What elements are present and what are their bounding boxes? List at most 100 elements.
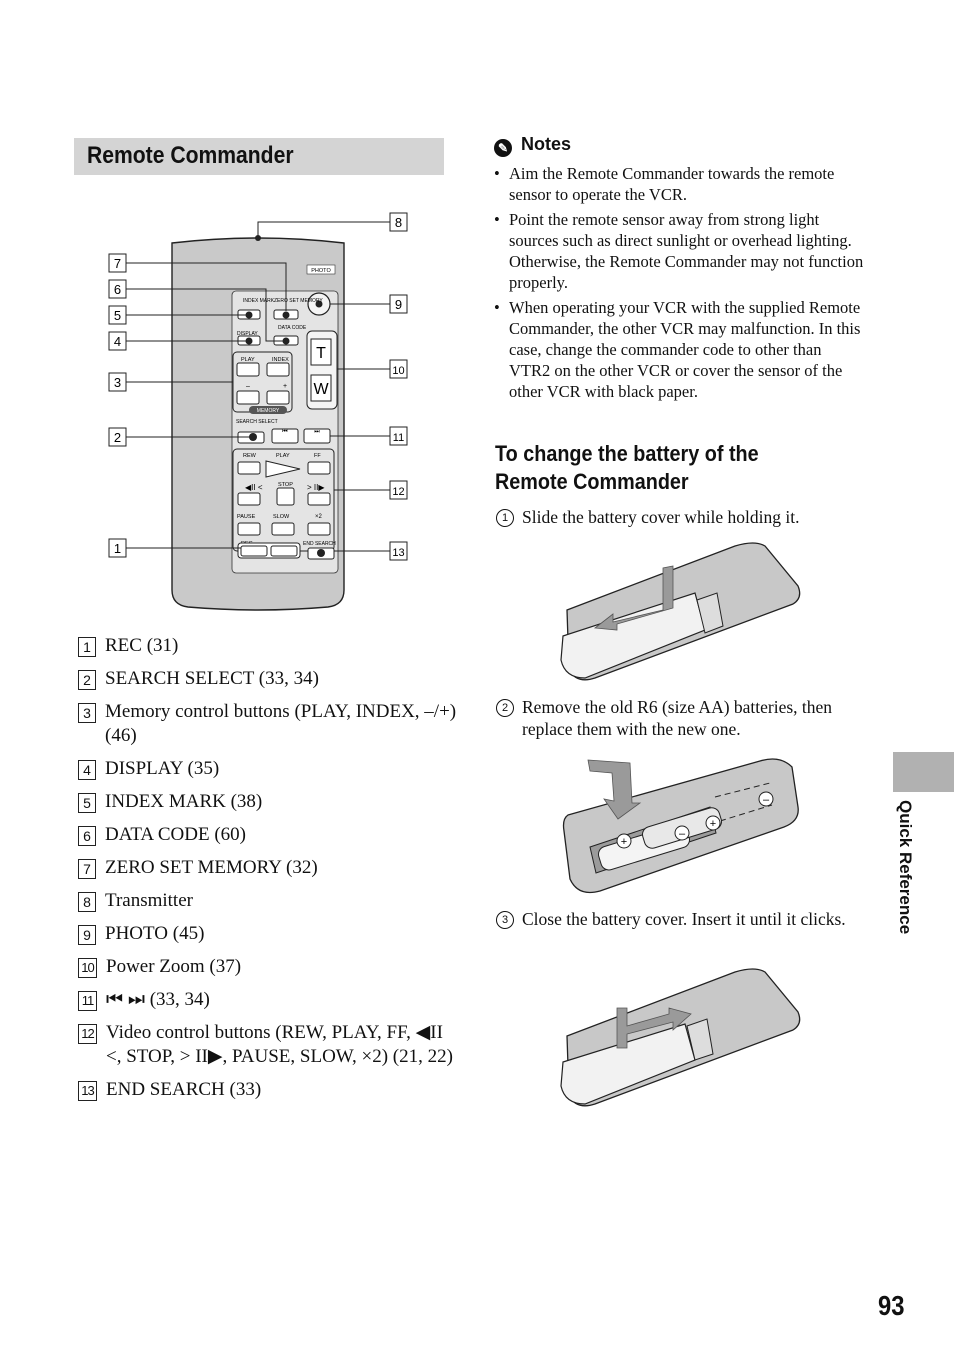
section-header: Remote Commander (74, 138, 444, 175)
callout-11: 11 (393, 432, 404, 444)
end-search-label: END SEARCH (303, 541, 336, 547)
callout-3: 3 (114, 375, 121, 390)
legend-item: 1 REC (31) (78, 634, 458, 658)
rew-button (237, 461, 261, 475)
svg-text:◀II <: ◀II < (245, 483, 263, 492)
notes-icon: ✎ (494, 139, 512, 157)
ff-button (307, 461, 331, 475)
play-button (265, 460, 301, 478)
page-number: 93 (878, 1290, 905, 1321)
memory-plus-button (266, 390, 290, 405)
zoom-t-label: T (316, 345, 326, 362)
minus-label: – (246, 383, 250, 390)
data-code-label: DATA CODE (278, 325, 307, 331)
callout-6: 6 (114, 282, 121, 297)
svg-text:> II▶: > II▶ (307, 483, 325, 492)
section-title: Remote Commander (87, 142, 294, 169)
pause-button (237, 522, 261, 536)
legend-text: ZERO SET MEMORY (32) (105, 857, 318, 878)
slow-button (271, 522, 295, 536)
side-tab-marker (893, 752, 954, 792)
callout-1: 1 (114, 541, 121, 556)
svg-text:+: + (621, 836, 627, 848)
step-text: Remove the old R6 (size AA) batteries, t… (522, 697, 833, 739)
battery-step-3-illustration (560, 968, 801, 1107)
legend-text: DATA CODE (60) (105, 824, 246, 845)
play-label: PLAY (241, 357, 255, 363)
step-number: 1 (496, 509, 514, 527)
svg-text:+: + (710, 818, 716, 830)
slow-label: SLOW (273, 514, 290, 520)
step-text: Slide the battery cover while holding it… (522, 507, 800, 527)
legend-text: ⏮ ⏭ (33, 34) (106, 989, 210, 1010)
memory-play-button (236, 362, 260, 377)
legend-item: 5 INDEX MARK (38) (78, 790, 458, 814)
notes-list: Aim the Remote Commander towards the rem… (494, 163, 866, 406)
legend-item: 11 ⏮ ⏭ (33, 34) (78, 988, 458, 1012)
callout-9: 9 (395, 297, 402, 312)
battery-heading: To change the battery of the Remote Comm… (495, 441, 759, 494)
notes-title: Notes (521, 134, 572, 154)
note-item: Point the remote sensor away from strong… (494, 209, 866, 293)
callout-4: 4 (114, 334, 121, 349)
memory-minus-button (236, 390, 260, 405)
legend-number: 1 (78, 637, 96, 657)
display-label: DISPLAY (237, 331, 258, 337)
step-number: 3 (496, 911, 514, 929)
x2-label: ×2 (315, 514, 323, 520)
stop-button (276, 487, 295, 506)
battery-step-1: 1 Slide the battery cover while holding … (496, 506, 846, 528)
legend-text: Power Zoom (37) (106, 956, 242, 977)
ff-label: FF (314, 453, 321, 459)
side-tab-label: Quick Reference (893, 800, 923, 950)
plus-label: + (283, 383, 287, 390)
stop-label: STOP (278, 482, 293, 488)
legend-number: 11 (78, 991, 97, 1011)
index-label: INDEX (272, 357, 289, 363)
svg-text:⏮: ⏮ (282, 429, 288, 435)
legend-number: 12 (78, 1024, 97, 1044)
step-text: Close the battery cover. Insert it until… (522, 909, 846, 929)
zoom-w-label: W (313, 381, 329, 398)
svg-text:–: – (679, 828, 686, 840)
callout-labels: 7 6 5 4 3 2 1 8 9 10 11 12 13 (114, 215, 405, 559)
legend-number: 8 (78, 892, 96, 912)
legend-item: 12 Video control buttons (REW, PLAY, FF, … (78, 1021, 458, 1069)
legend-item: 6 DATA CODE (60) (78, 823, 458, 847)
legend-text: REC (31) (105, 635, 179, 656)
legend-text: DISPLAY (35) (105, 758, 220, 779)
callout-5: 5 (114, 308, 121, 323)
legend-text: INDEX MARK (38) (105, 791, 263, 812)
legend-text: Video control buttons (REW, PLAY, FF, ◀I… (106, 1022, 453, 1067)
callout-2: 2 (114, 430, 121, 445)
legend-text: PHOTO (45) (105, 923, 205, 944)
legend-text: END SEARCH (33) (106, 1079, 262, 1100)
battery-step-2-illustration: + – + – (562, 758, 799, 894)
frame-back-button (237, 492, 261, 506)
zero-set-label: ZERO SET MEMORY (274, 298, 323, 304)
battery-step-3: 3 Close the battery cover. Insert it unt… (496, 908, 846, 930)
x2-button (307, 522, 331, 536)
legend-number: 5 (78, 793, 96, 813)
legend-number: 6 (78, 826, 96, 846)
transmitter-dot (255, 235, 261, 241)
rew-label: REW (243, 453, 257, 459)
note-item: When operating your VCR with the supplie… (494, 297, 866, 402)
step-number: 2 (496, 699, 514, 717)
callout-13: 13 (392, 547, 404, 559)
callout-7: 7 (114, 256, 121, 271)
callout-12: 12 (392, 486, 404, 498)
memory-index-button (266, 362, 290, 377)
pause-label: PAUSE (237, 514, 256, 520)
callout-8: 8 (395, 215, 402, 230)
legend-text: Memory control buttons (PLAY, INDEX, –/+… (105, 701, 457, 746)
legend-number: 2 (78, 670, 96, 690)
